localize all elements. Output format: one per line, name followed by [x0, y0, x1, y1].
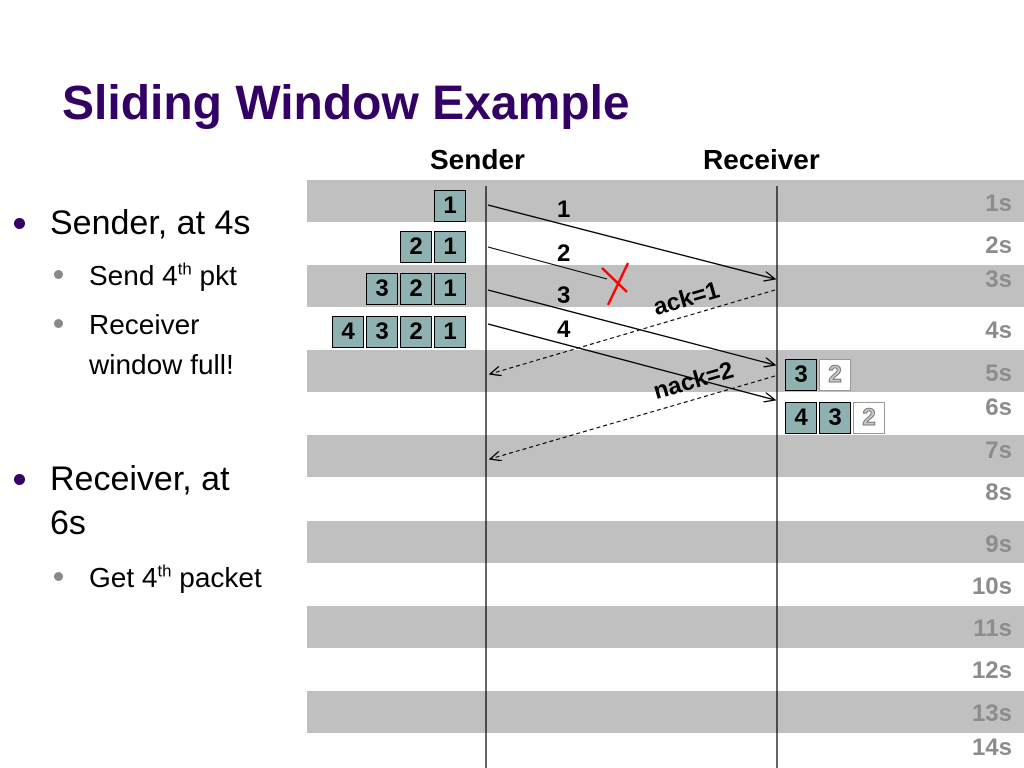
sender-packet: 1 — [434, 316, 466, 348]
time-label: 7s — [985, 437, 1012, 464]
receiver-packet: 4 — [785, 402, 817, 434]
sub-bullet-dot — [54, 319, 63, 328]
sender-header: Sender — [430, 144, 525, 175]
time-label: 14s — [971, 734, 1012, 761]
packet-2-arrow — [487, 246, 608, 280]
time-stripe — [307, 435, 1024, 477]
bullet-text: Get 4 — [89, 562, 158, 593]
sender-packet: 2 — [400, 231, 432, 263]
packet-label: 2 — [557, 240, 571, 267]
bullet-dot — [14, 218, 25, 229]
bullet-text: Sender, at 4s — [50, 204, 251, 242]
superscript: th — [157, 561, 172, 581]
nack-arrow — [490, 375, 776, 459]
bullet-text: Send 4 — [89, 260, 178, 291]
receiver-empty-slot: 2 — [819, 359, 851, 391]
packet-1-arrow — [487, 204, 775, 279]
sub-bullet-dot — [54, 572, 63, 581]
time-stripe — [307, 691, 1024, 733]
receiver-empty-slot: 2 — [853, 402, 885, 434]
receiver-packet: 3 — [785, 359, 817, 391]
time-label: 1s — [985, 190, 1012, 217]
bullet-text: packet — [171, 562, 262, 593]
time-stripe — [307, 521, 1024, 563]
bullet-text: Receiver — [89, 309, 200, 340]
sender-packet: 1 — [434, 273, 466, 305]
time-label: 6s — [985, 394, 1012, 421]
sender-packet: 2 — [400, 273, 432, 305]
packet-4-arrow — [487, 323, 775, 400]
ack-arrow — [490, 289, 776, 374]
slide-title: Sliding Window Example — [62, 77, 630, 130]
bullet-text: 6s — [50, 504, 86, 542]
time-stripe — [307, 606, 1024, 648]
bullet-text: pkt — [191, 260, 237, 291]
packet-label: 4 — [557, 316, 571, 343]
time-label: 11s — [973, 615, 1012, 642]
receiver-packet: 3 — [819, 402, 851, 434]
time-stripe — [307, 180, 1024, 222]
time-label: 3s — [985, 266, 1012, 293]
time-label: 9s — [985, 531, 1012, 558]
sender-packet: 1 — [434, 190, 466, 222]
time-label: 13s — [971, 700, 1012, 727]
packet-label: 3 — [557, 282, 571, 309]
sub-bullet-dot — [54, 270, 63, 279]
packet-3-arrow — [487, 289, 775, 365]
sender-packet: 1 — [434, 231, 466, 263]
bullet-text: window full! — [89, 349, 234, 380]
time-label: 4s — [985, 317, 1012, 344]
sender-packet: 2 — [400, 316, 432, 348]
time-label: 2s — [985, 232, 1012, 259]
time-label: 8s — [985, 479, 1012, 506]
sender-packet: 4 — [332, 316, 364, 348]
bullet-dot — [14, 474, 25, 485]
packet-loss-mark — [601, 262, 630, 306]
time-label: 5s — [985, 360, 1012, 387]
bullet-text: Receiver, at — [50, 460, 230, 498]
packet-label: 1 — [557, 196, 571, 223]
receiver-header: Receiver — [703, 144, 820, 175]
sender-packet: 3 — [366, 273, 398, 305]
superscript: th — [177, 259, 192, 279]
time-label: 12s — [971, 657, 1012, 684]
sender-packet: 3 — [366, 316, 398, 348]
time-label: 10s — [971, 573, 1012, 600]
